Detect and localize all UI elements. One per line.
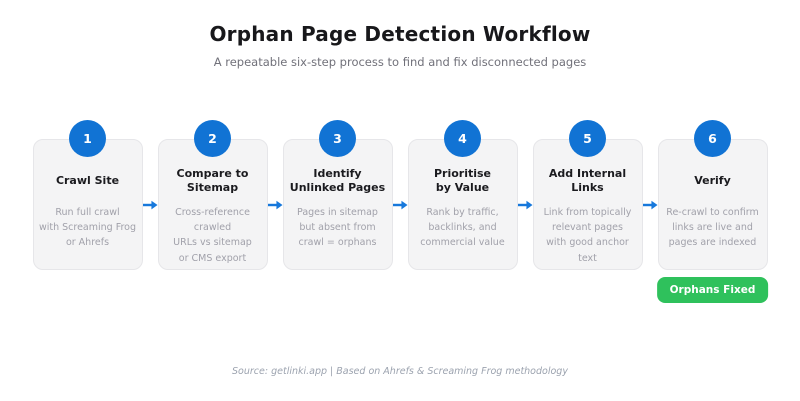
step-card-1: 1 Crawl Site Run full crawl with Screami… bbox=[32, 120, 143, 270]
step-card-body: Crawl Site Run full crawl with Screaming… bbox=[32, 139, 143, 270]
step-card-body: Identify Unlinked Pages Pages in sitemap… bbox=[282, 139, 393, 270]
step-number-badge: 4 bbox=[444, 120, 481, 157]
step-number-badge: 1 bbox=[69, 120, 106, 157]
step-title: Add Internal Links bbox=[548, 166, 627, 194]
step-card-body: Prioritise by Value Rank by traffic, bac… bbox=[407, 139, 518, 270]
step-card-body: Compare to Sitemap Cross-reference crawl… bbox=[157, 139, 268, 270]
header: Orphan Page Detection Workflow A repeata… bbox=[0, 22, 800, 69]
step-title: Prioritise by Value bbox=[433, 166, 492, 194]
page-title: Orphan Page Detection Workflow bbox=[209, 22, 591, 46]
arrow-right-icon bbox=[142, 199, 158, 211]
step-number-badge: 3 bbox=[319, 120, 356, 157]
step-card-5: 5 Add Internal Links Link from topically… bbox=[532, 120, 643, 270]
step-description: Cross-reference crawled URLs vs sitemap … bbox=[173, 207, 252, 264]
step-number-badge: 5 bbox=[569, 120, 606, 157]
step-number-badge: 6 bbox=[694, 120, 731, 157]
step-description: Pages in sitemap but absent from crawl =… bbox=[297, 207, 378, 249]
step-description: Link from topically relevant pages with … bbox=[543, 207, 632, 264]
workflow-steps-row: 1 Crawl Site Run full crawl with Screami… bbox=[0, 120, 800, 303]
page-subtitle: A repeatable six-step process to find an… bbox=[213, 55, 587, 69]
step-title: Compare to Sitemap bbox=[176, 166, 249, 194]
step-title: Identify Unlinked Pages bbox=[289, 166, 386, 194]
step-number-badge: 2 bbox=[194, 120, 231, 157]
arrow-right-icon bbox=[517, 199, 533, 211]
arrow-right-icon bbox=[267, 199, 283, 211]
step-card-body: Verify Re-crawl to confirm links are liv… bbox=[657, 139, 768, 270]
step-description: Rank by traffic, backlinks, and commerci… bbox=[420, 207, 505, 249]
step-description: Run full crawl with Screaming Frog or Ah… bbox=[38, 207, 137, 249]
step-card-6: 6 Verify Re-crawl to confirm links are l… bbox=[656, 120, 769, 303]
step-description: Re-crawl to confirm links are live and p… bbox=[666, 207, 759, 249]
source-attribution: Source: getlinki.app | Based on Ahrefs &… bbox=[232, 366, 568, 377]
orphans-fixed-badge: Orphans Fixed bbox=[656, 277, 769, 303]
step-card-4: 4 Prioritise by Value Rank by traffic, b… bbox=[407, 120, 518, 270]
arrow-right-icon bbox=[392, 199, 408, 211]
step-card-2: 2 Compare to Sitemap Cross-reference cra… bbox=[157, 120, 268, 270]
step-card-3: 3 Identify Unlinked Pages Pages in sitem… bbox=[282, 120, 393, 270]
step-title: Verify bbox=[694, 173, 731, 187]
step-card-body: Add Internal Links Link from topically r… bbox=[532, 139, 643, 270]
step-title: Crawl Site bbox=[55, 173, 120, 187]
arrow-right-icon bbox=[642, 199, 658, 211]
